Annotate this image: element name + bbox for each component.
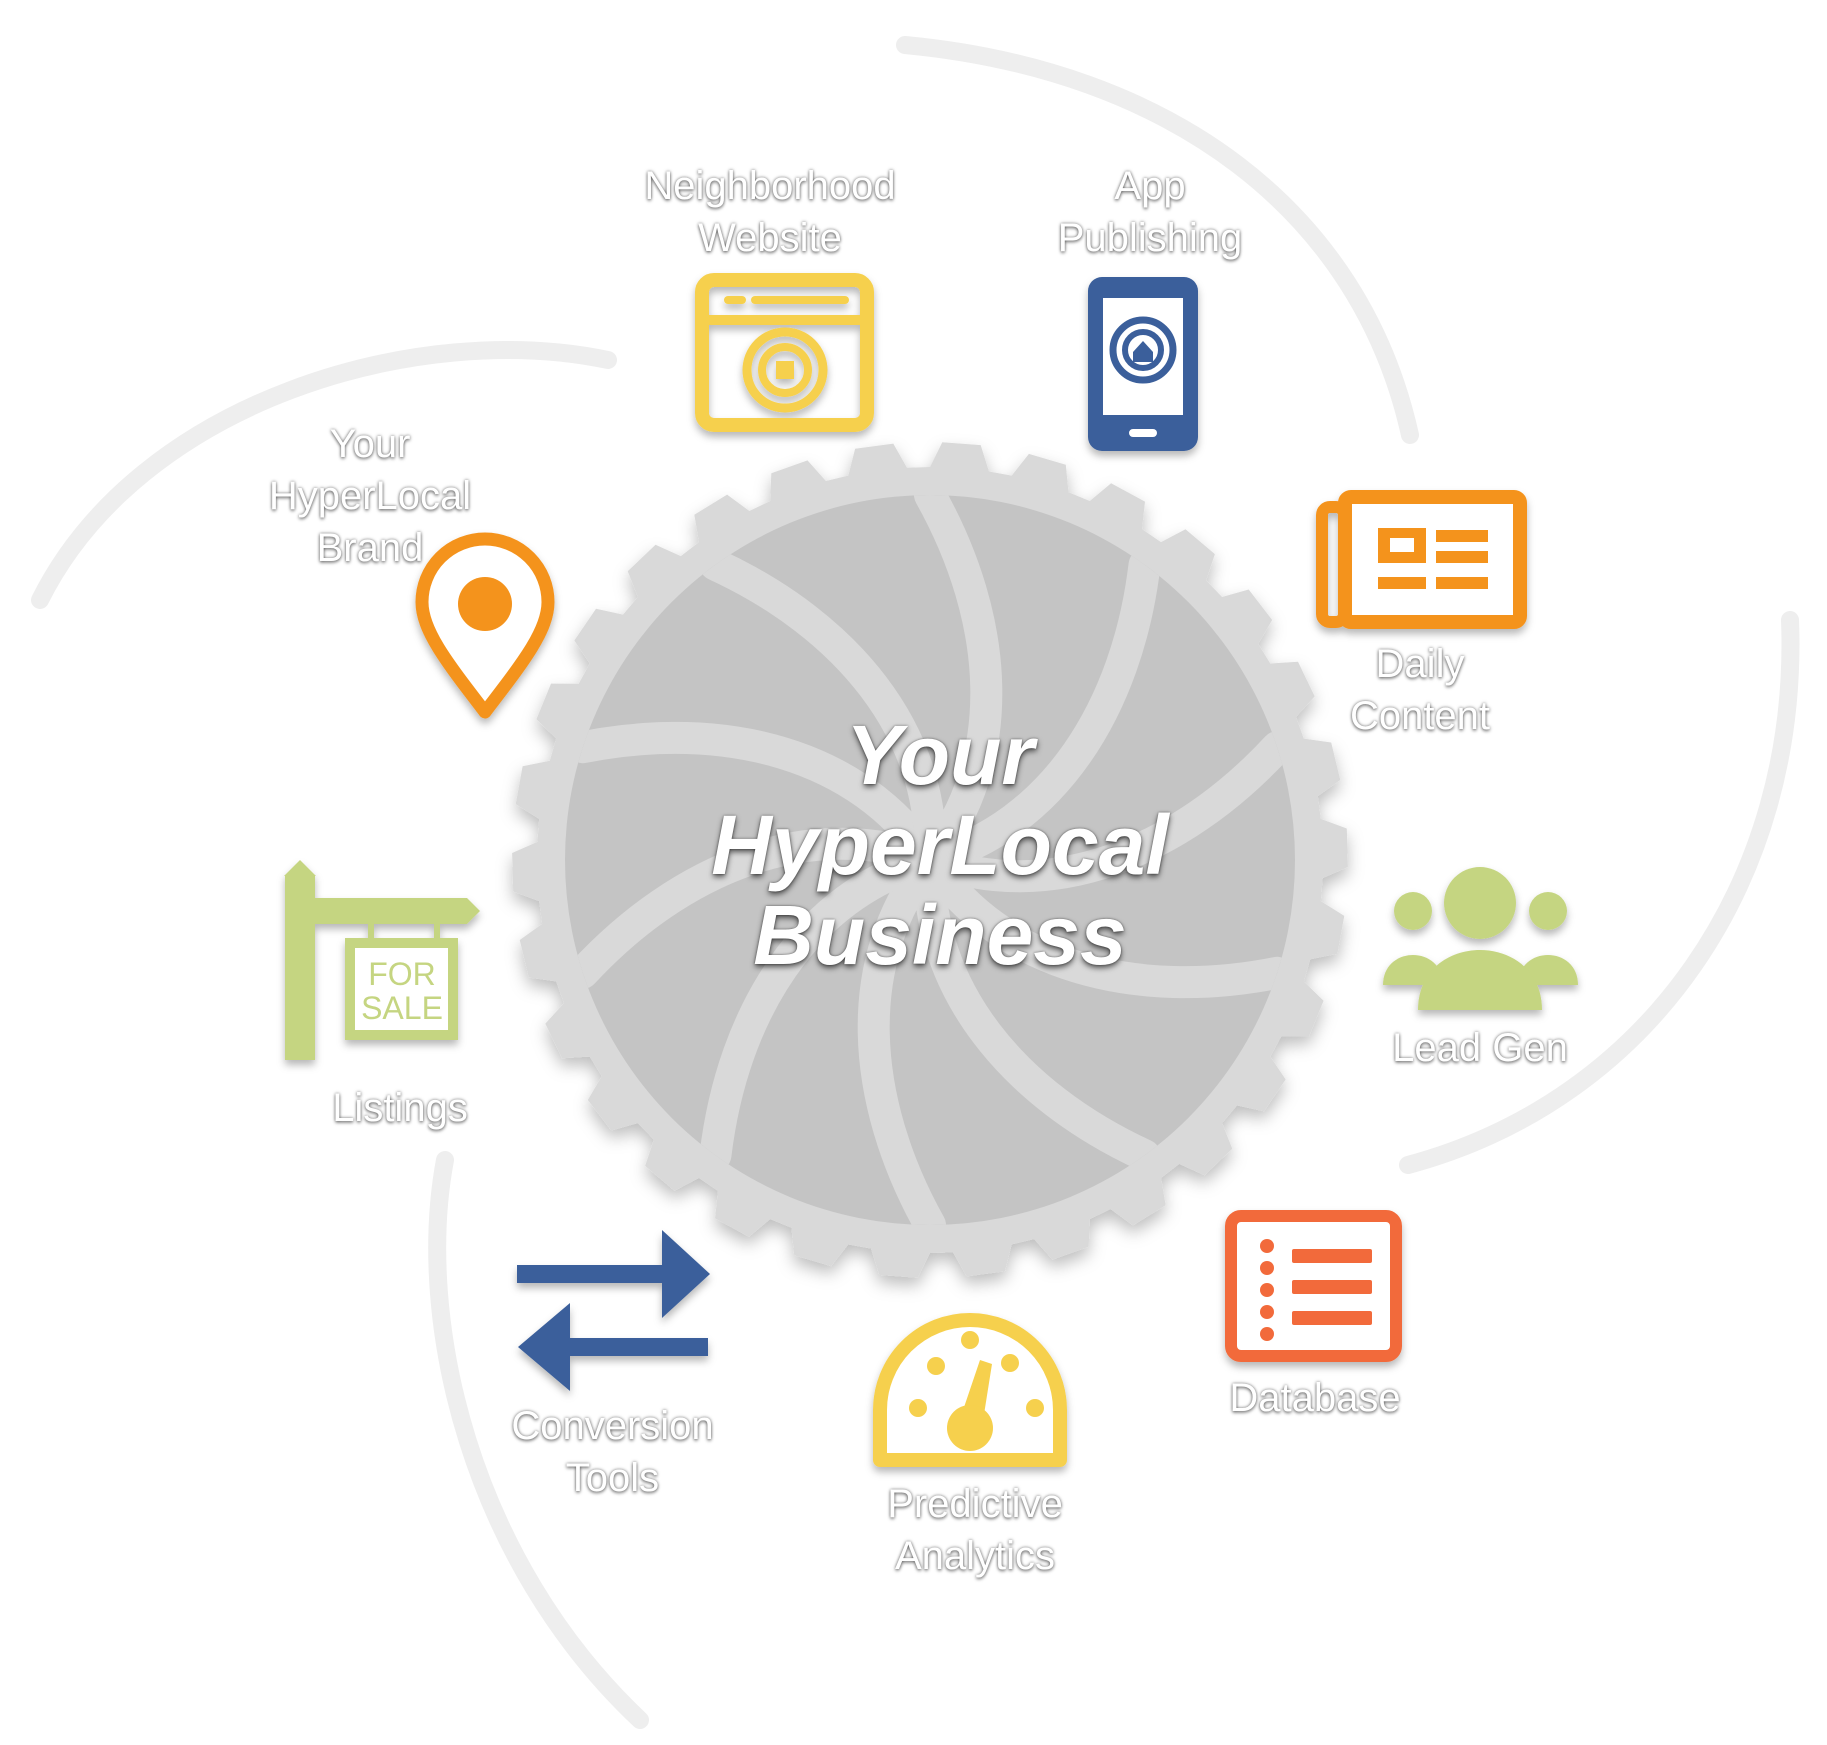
- hub-title-line: Business: [753, 888, 1127, 982]
- hub-gear: [512, 442, 1348, 1278]
- label-line: Tools: [565, 1456, 660, 1500]
- people-group-icon: [1383, 867, 1578, 1010]
- browser-window-icon: [695, 273, 874, 432]
- label-your-hyperlocal-brand: Your HyperLocal Brand: [245, 418, 495, 574]
- gear-spoke: [914, 495, 1003, 876]
- gear-spoke: [566, 721, 946, 876]
- label-line: Listings: [332, 1086, 468, 1130]
- label-line: Content: [1349, 694, 1491, 738]
- gear-spoke: [914, 548, 1161, 876]
- hub-title-line: Your: [845, 708, 1035, 802]
- label-line: Database: [1229, 1376, 1401, 1420]
- label-line: App: [1114, 164, 1186, 208]
- background-swirls: [31, 36, 1800, 1729]
- gear-spoke: [566, 827, 946, 989]
- hub-title-line: HyperLocal: [711, 798, 1169, 892]
- hub-title: Your HyperLocal Business: [620, 710, 1260, 980]
- map-pin-icon: [415, 532, 555, 719]
- label-predictive-analytics: Predictive Analytics: [825, 1478, 1125, 1582]
- for-sale-sign-icon: FOR SALE: [284, 860, 480, 1060]
- label-line: Predictive: [887, 1482, 1063, 1526]
- gear-spoke: [913, 844, 1161, 1172]
- label-lead-gen: Lead Gen: [1355, 1022, 1605, 1074]
- swap-arrows-icon: [517, 1230, 710, 1391]
- newspaper-icon: [1316, 490, 1527, 629]
- swirl-arc-right: [1399, 611, 1800, 1174]
- label-daily-content: Daily Content: [1290, 638, 1550, 742]
- label-database: Database: [1190, 1372, 1440, 1424]
- gear-spoke: [914, 731, 1294, 893]
- label-line: Conversion: [511, 1404, 714, 1448]
- label-line: Publishing: [1057, 216, 1243, 260]
- label-app-publishing: App Publishing: [1010, 160, 1290, 264]
- gear-spokes: [566, 495, 1294, 1225]
- gear-spoke: [699, 548, 947, 876]
- smartphone-icon: [1088, 277, 1198, 451]
- label-line: Brand: [316, 526, 424, 570]
- sign-text-line-2: SALE: [361, 990, 443, 1026]
- gear-spoke: [857, 844, 946, 1225]
- label-line: Lead Gen: [1392, 1026, 1568, 1070]
- label-line: Neighborhood: [644, 164, 896, 208]
- label-neighborhood-website: Neighborhood Website: [615, 160, 925, 264]
- label-line: HyperLocal: [268, 474, 472, 518]
- swirl-arc-left: [31, 341, 617, 609]
- swirl-arc-top: [896, 36, 1419, 444]
- label-line: Analytics: [894, 1534, 1056, 1578]
- label-listings: Listings: [290, 1082, 510, 1134]
- label-line: Website: [698, 216, 842, 260]
- label-line: Your: [329, 422, 411, 466]
- swirl-arc-bottom: [428, 1151, 649, 1729]
- gear-spoke: [699, 844, 946, 1172]
- label-conversion-tools: Conversion Tools: [480, 1400, 745, 1504]
- speedometer-icon: [873, 1313, 1067, 1467]
- list-document-icon: [1225, 1210, 1402, 1362]
- sign-text-line-1: FOR: [368, 956, 436, 992]
- label-line: Daily: [1375, 642, 1465, 686]
- gear-spoke: [914, 844, 1294, 999]
